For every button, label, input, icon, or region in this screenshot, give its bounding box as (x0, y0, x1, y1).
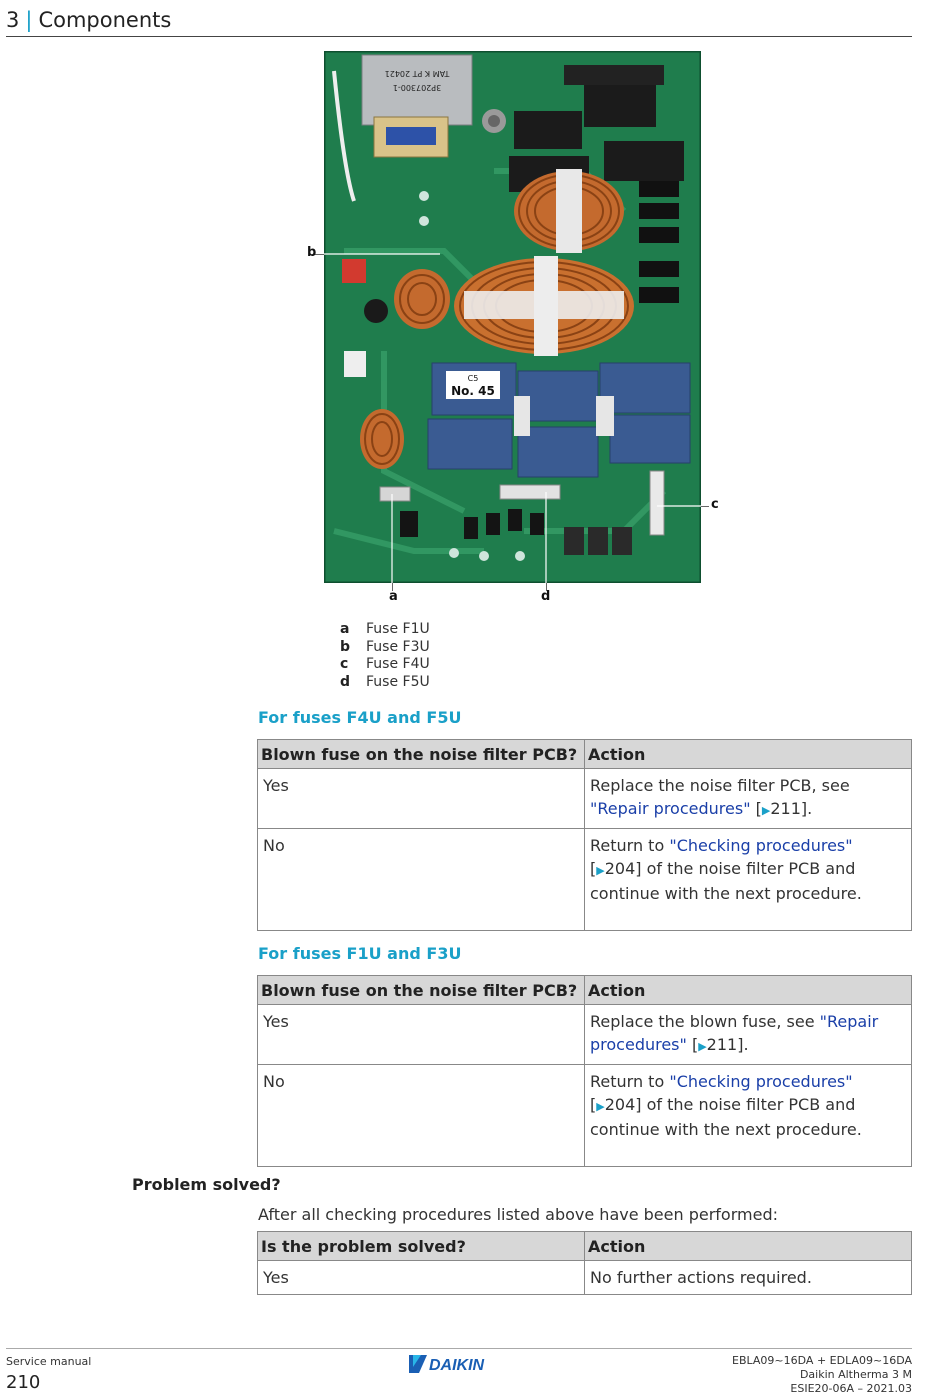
column-header: Blown fuse on the noise filter PCB? (257, 739, 585, 769)
legend-key: b (340, 638, 351, 655)
transformer-label-2: 3P207300-1 (393, 83, 441, 92)
table-header-row: Is the problem solved? Action (257, 1231, 912, 1261)
legend-item: c Fuse F4U (340, 656, 430, 674)
section-number: 3 (6, 8, 20, 32)
cell-text: [ (590, 1094, 597, 1114)
table-row: No Return to "Checking procedures" [▶204… (257, 827, 912, 931)
checking-procedures-link[interactable]: "Checking procedures" (669, 835, 853, 855)
header-separator: | (25, 8, 33, 32)
page-arrow-icon: ▶ (596, 863, 605, 877)
column-header: Action (584, 739, 912, 769)
footer-doc-ref: ESIE20-06A – 2021.03 (790, 1382, 912, 1394)
table-cell: Yes (257, 768, 585, 829)
footer-product: Daikin Altherma 3 M (799, 1368, 912, 1381)
table-cell: Return to "Checking procedures" [▶204] o… (584, 1063, 912, 1167)
page-ref: 204 (604, 1094, 636, 1114)
capacitor-label-1: C5 (468, 374, 479, 383)
capacitor-label-2: No. 45 (451, 384, 495, 398)
legend-item: b Fuse F3U (340, 639, 430, 657)
legend-item: d Fuse F5U (340, 674, 430, 692)
legend-key: d (340, 674, 351, 691)
page-header: 3|Components (6, 6, 912, 37)
pcb-illustration: TAM K PT 20421 3P207300-1 (324, 51, 701, 583)
cell-text: [ (750, 799, 762, 819)
section-f4u-f5u-title: For fuses F4U and F5U (258, 708, 462, 727)
table-row: Yes No further actions required. (257, 1259, 912, 1296)
cell-text: [ (686, 1035, 699, 1055)
column-header: Blown fuse on the noise filter PCB? (257, 975, 585, 1005)
callout-d: d (541, 589, 551, 604)
callout-line-b (314, 254, 324, 255)
footer-divider (6, 1348, 912, 1349)
page-ref: 204 (604, 858, 636, 878)
table-problem-solved: Is the problem solved? Action Yes No fur… (257, 1231, 912, 1296)
page-ref: 211 (706, 1035, 738, 1055)
column-header: Action (584, 975, 912, 1005)
cell-text: Return to (590, 835, 670, 855)
legend-label: Fuse F5U (366, 674, 430, 691)
table-row: Yes Replace the noise filter PCB, see "R… (257, 768, 912, 829)
legend-item: a Fuse F1U (340, 621, 430, 639)
callout-line-a (392, 583, 393, 591)
callout-a: a (389, 589, 398, 604)
cell-text: Replace the blown fuse, see (590, 1012, 820, 1031)
transformer-label-1: TAM K PT 20421 (385, 69, 451, 78)
daikin-logo: DAIKIN (409, 1355, 485, 1374)
callout-c: c (711, 497, 719, 512)
footer-doc-type: Service manual (6, 1355, 92, 1368)
column-header: Is the problem solved? (257, 1231, 585, 1261)
problem-solved-heading: Problem solved? (132, 1175, 281, 1194)
legend-key: a (340, 621, 350, 637)
cell-text: Return to (590, 1071, 670, 1091)
table-row: Yes Replace the blown fuse, see "Repair … (257, 1004, 912, 1065)
section-title: Components (38, 8, 172, 32)
figure-legend: a Fuse F1U b Fuse F3U c Fuse F4U d Fuse … (340, 621, 430, 692)
callout-line-d (546, 583, 547, 591)
cell-text: [ (590, 858, 597, 878)
table-header-row: Blown fuse on the noise filter PCB? Acti… (257, 975, 912, 1005)
legend-label: Fuse F3U (366, 638, 430, 655)
table-cell: Replace the blown fuse, see "Repair proc… (584, 1004, 912, 1065)
page-arrow-icon: ▶ (596, 1099, 605, 1113)
page-arrow-icon: ▶ (761, 804, 771, 818)
footer-models: EBLA09~16DA + EDLA09~16DA (732, 1354, 912, 1367)
callout-line-c (701, 506, 709, 507)
table-header-row: Blown fuse on the noise filter PCB? Acti… (257, 739, 912, 769)
table-row: No Return to "Checking procedures" [▶204… (257, 1063, 912, 1167)
table-cell: No further actions required. (584, 1259, 912, 1296)
callout-b: b (307, 245, 317, 260)
legend-label: Fuse F4U (366, 656, 430, 673)
cell-text: ]. (800, 799, 813, 819)
table-cell: Yes (257, 1259, 585, 1296)
table-f4u-f5u: Blown fuse on the noise filter PCB? Acti… (257, 739, 912, 931)
page-number: 210 (6, 1372, 41, 1393)
legend-key: c (340, 656, 349, 673)
page-ref: 211 (770, 799, 801, 819)
pcb-photo: TAM K PT 20421 3P207300-1 (324, 51, 701, 583)
legend-label: Fuse F1U (366, 621, 430, 637)
table-cell: No (257, 1063, 585, 1167)
cell-text: ] of the noise filter PCB and continue w… (590, 858, 862, 904)
cell-text: ] of the noise filter PCB and continue w… (590, 1094, 862, 1140)
repair-procedures-link[interactable]: "Repair procedures" (590, 799, 751, 819)
checking-procedures-link[interactable]: "Checking procedures" (669, 1071, 853, 1091)
table-f1u-f3u: Blown fuse on the noise filter PCB? Acti… (257, 975, 912, 1167)
table-cell: Replace the noise filter PCB, see "Repai… (584, 768, 912, 829)
cell-text: Replace the noise filter PCB, see (590, 776, 850, 795)
brand-text: DAIKIN (429, 1357, 485, 1374)
repair-procedures-link[interactable]: "Repair procedures" (590, 1012, 879, 1055)
column-header: Action (584, 1231, 912, 1261)
section-f1u-f3u-title: For fuses F1U and F3U (258, 944, 462, 963)
table-cell: Yes (257, 1004, 585, 1065)
problem-intro: After all checking procedures listed abo… (258, 1205, 778, 1224)
table-cell: Return to "Checking procedures" [▶204] o… (584, 827, 912, 931)
footer-doc-info: EBLA09~16DA + EDLA09~16DA Daikin Altherm… (732, 1354, 912, 1394)
table-cell: No (257, 827, 585, 931)
page-arrow-icon: ▶ (698, 1040, 707, 1054)
cell-text: ]. (737, 1035, 749, 1055)
